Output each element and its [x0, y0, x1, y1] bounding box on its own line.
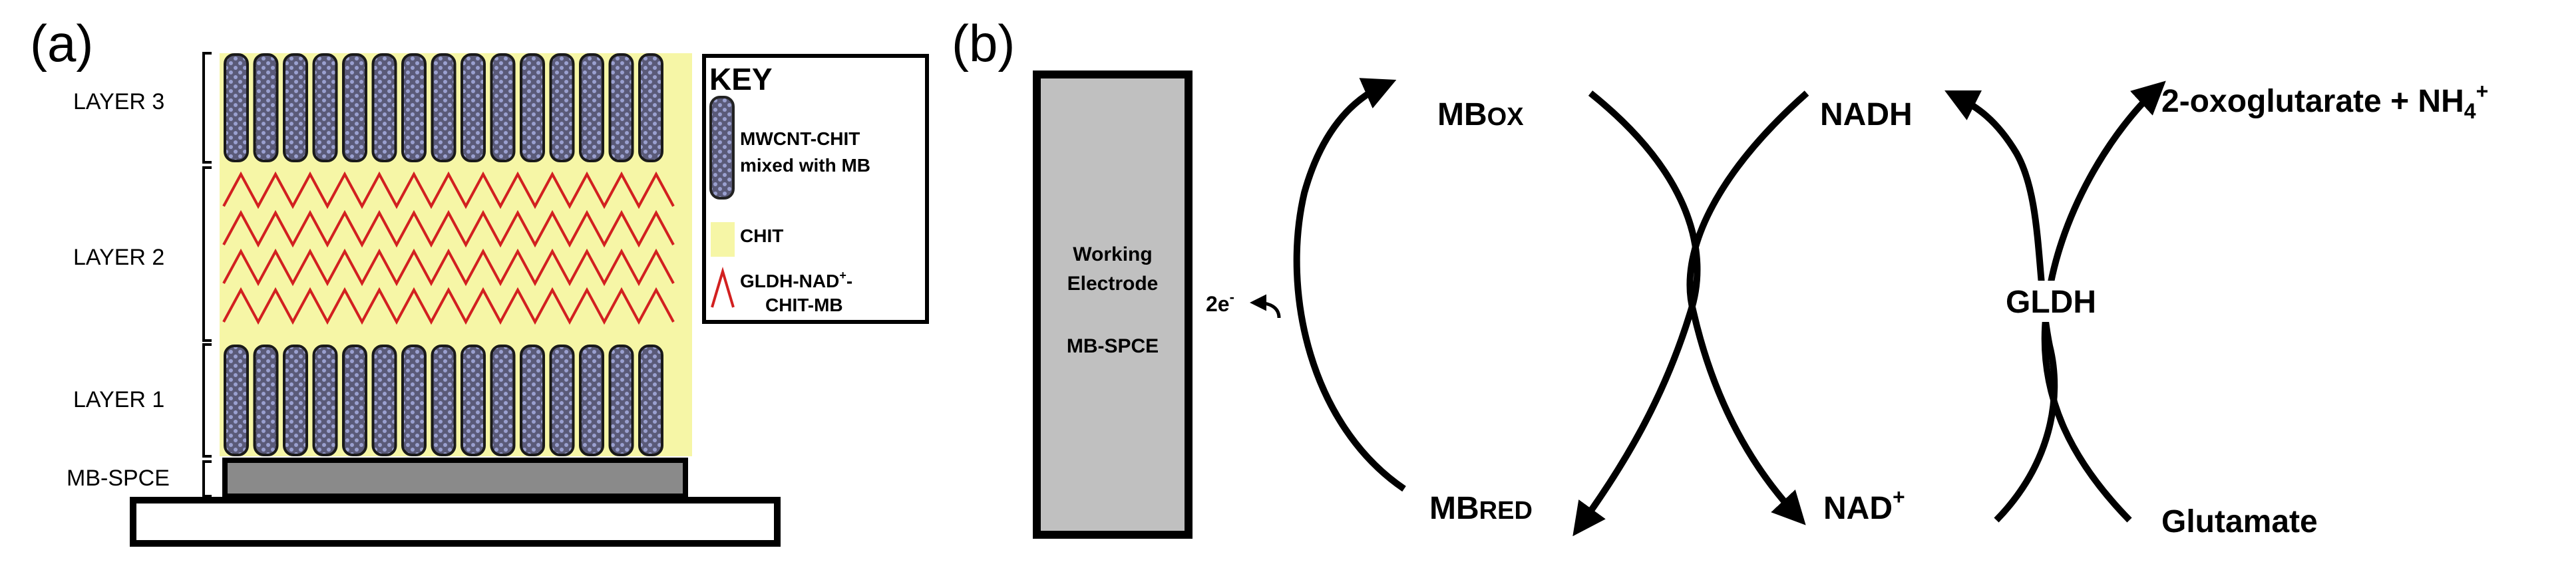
layer-2-zigzags	[222, 171, 675, 325]
key-item-3-line-1: GLDH-NAD+-	[740, 269, 852, 291]
layer-3-rod	[460, 53, 486, 162]
nad-plus-label: NAD+	[1823, 485, 1905, 526]
substrate-label: MB-SPCE	[67, 466, 170, 491]
key-item-2: CHIT	[740, 225, 783, 246]
bracket-layer-2	[202, 166, 212, 342]
bracket-layer-3	[202, 52, 212, 164]
layer-3-rod	[490, 53, 516, 162]
working-electrode	[1033, 71, 1193, 539]
arc-mbox-to-mbred	[1572, 90, 1701, 537]
product-label: 2-oxoglutarate + NH4+	[2161, 79, 2488, 123]
layer-3-rod	[224, 53, 249, 162]
layer-3-rod	[520, 53, 545, 162]
mb-spce-substrate	[222, 458, 688, 499]
layer-1-rod	[401, 345, 427, 456]
key-chit-swatch	[711, 222, 735, 257]
layer-1-rod	[520, 345, 545, 456]
layer-3-rod	[431, 53, 457, 162]
arc-nadplus-to-nadh	[1944, 90, 2058, 523]
key-box: KEY MWCNT-CHIT mixed with MB CHIT GLDH-N…	[702, 54, 929, 324]
panel-b-label: (b)	[952, 14, 1015, 72]
zigzag-line	[222, 210, 675, 248]
bracket-substrate	[202, 460, 212, 498]
key-item-1-line-1: MWCNT-CHIT	[740, 128, 860, 149]
layer-3-rod	[371, 53, 397, 162]
layer-3-rod	[608, 53, 634, 162]
electron-arrow	[1250, 294, 1281, 319]
layer-brackets	[202, 52, 212, 498]
key-zigzag-swatch	[711, 266, 735, 308]
mb-ox-label: MBOX	[1437, 97, 1524, 132]
layer-3-label: LAYER 3	[73, 89, 164, 114]
layer-3-rods	[224, 53, 663, 162]
layer-3-rod	[342, 53, 367, 162]
key-rod-swatch	[709, 96, 735, 200]
panel-a: (a) LAYER 3 LAYER 2 LAYER 1 MB-SPCE KEY	[30, 14, 929, 547]
key-frame	[702, 54, 929, 324]
key-item-1-line-2: mixed with MB	[740, 155, 870, 176]
panel-b: (b) Working Electrode MB-SPCE 2e- MBOX M…	[952, 14, 2488, 539]
arc-nadh-to-nadplus	[1686, 90, 1809, 525]
layer-1-label: LAYER 1	[73, 387, 164, 412]
zigzag-line	[222, 287, 675, 325]
layer-1-rod	[431, 345, 457, 456]
key-title: KEY	[709, 62, 773, 96]
layer-3-rod	[638, 53, 663, 162]
electrode-line-2: Electrode	[1067, 273, 1159, 295]
layer-1-rod	[342, 345, 367, 456]
layer-1-rod	[549, 345, 575, 456]
layer-3-rod	[253, 53, 279, 162]
layer-1-rod	[253, 345, 279, 456]
nadh-label: NADH	[1820, 97, 1913, 132]
layer-1-rod	[224, 345, 249, 456]
layer-3-rod	[283, 53, 308, 162]
layer-1-rod	[579, 345, 604, 456]
glutamate-label: Glutamate	[2161, 504, 2318, 539]
mb-red-label: MBRED	[1429, 491, 1533, 526]
electrode-line-3: MB-SPCE	[1067, 335, 1159, 357]
electrode-line-1: Working	[1073, 243, 1152, 265]
layer-1-rod	[490, 345, 516, 456]
panel-a-label: (a)	[30, 14, 93, 72]
base-plate	[130, 497, 781, 547]
layer-3-rod	[401, 53, 427, 162]
layer-1-rod	[312, 345, 338, 456]
layer-1-rod	[371, 345, 397, 456]
mb-cycle-arc	[1293, 78, 1406, 492]
layer-1-rod	[608, 345, 634, 456]
layer-3-rod	[579, 53, 604, 162]
layer-3-rod	[549, 53, 575, 162]
layer-1-rod	[638, 345, 663, 456]
layer-1-rod	[460, 345, 486, 456]
gldh-label: GLDH	[2006, 285, 2096, 320]
layer-1-rods	[224, 345, 663, 456]
layer-2-label: LAYER 2	[73, 245, 164, 270]
zigzag-line	[222, 171, 675, 210]
key-item-3-line-2: CHIT-MB	[765, 295, 843, 315]
bracket-layer-1	[202, 343, 212, 458]
layer-1-rod	[283, 345, 308, 456]
zigzag-line	[222, 248, 675, 287]
layer-3-rod	[312, 53, 338, 162]
electron-label: 2e-	[1206, 289, 1234, 316]
gldh-label-bg	[1983, 281, 2116, 322]
